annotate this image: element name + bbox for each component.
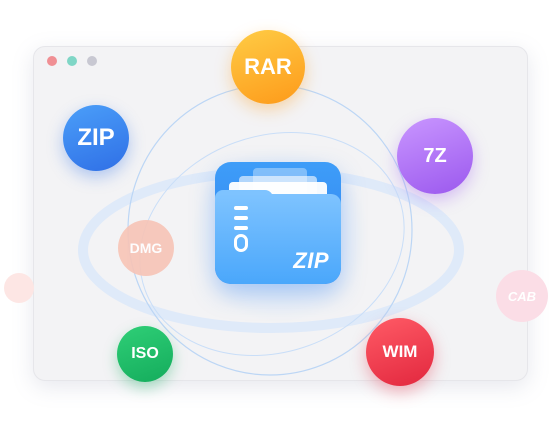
zipper-tooth (234, 206, 248, 210)
zipper-tooth (234, 216, 248, 220)
orbit-ellipse-tilted (139, 132, 405, 356)
zip-folder-icon: ZIP (215, 162, 341, 284)
format-bubble-zip: ZIP (63, 105, 129, 171)
folder-front: ZIP (215, 194, 341, 284)
window-minimize-dot (67, 56, 77, 66)
format-bubble-cab: CAB (496, 270, 548, 322)
format-bubble-rar: RAR (231, 30, 305, 104)
window-maximize-dot (87, 56, 97, 66)
window-close-dot (47, 56, 57, 66)
center-icon-label: ZIP (293, 248, 329, 273)
format-bubble-7z: 7Z (397, 118, 473, 194)
format-bubble-wim: WIM (366, 318, 434, 386)
zipper-tooth (234, 226, 248, 230)
faint-bubble (4, 273, 34, 303)
format-bubble-iso: ISO (117, 326, 173, 382)
format-bubble-dmg: DMG (118, 220, 174, 276)
zipper-pull-icon (234, 234, 248, 252)
